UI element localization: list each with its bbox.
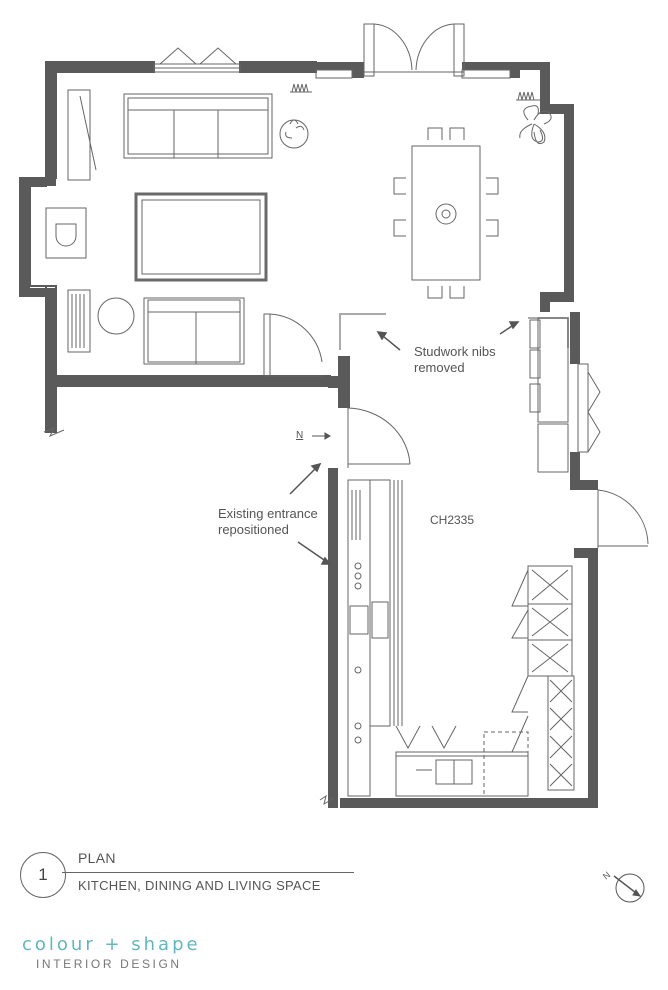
- brand-name: colour + shape: [22, 934, 201, 955]
- annotation-entrance-line2: repositioned: [218, 522, 289, 537]
- right-cabinets: [529, 317, 569, 473]
- title-block: 1 PLAN KITCHEN, DINING AND LIVING SPACE: [20, 848, 360, 908]
- arrow-studwork-right: [499, 321, 520, 335]
- drawing-subtitle: KITCHEN, DINING AND LIVING SPACE: [78, 878, 321, 893]
- rug: [134, 192, 268, 282]
- arrow-small-n: [312, 432, 331, 440]
- sofa-top: [123, 93, 273, 159]
- wall-fill: [20, 62, 598, 808]
- annotation-studwork-line1: Studwork nibs: [414, 344, 496, 359]
- dining-table: [411, 145, 481, 281]
- radiator-right: [516, 91, 540, 101]
- french-doors-top: [363, 23, 465, 77]
- shelving-left: [67, 89, 97, 353]
- living-plant-icon: [285, 119, 305, 139]
- sofa-bottom: [143, 297, 245, 365]
- annotation-entrance: Existing entrance repositioned: [218, 506, 318, 538]
- kitchen-run-right: [395, 565, 575, 791]
- brand-tagline: INTERIOR DESIGN: [36, 957, 182, 971]
- toilet: [45, 207, 87, 259]
- hall-door: [347, 407, 411, 468]
- arrow-entrance-down: [297, 541, 332, 565]
- top-window-left: [153, 47, 241, 73]
- kitchen-run-bottom: [395, 731, 529, 797]
- arrow-studwork-left: [376, 331, 401, 351]
- top-window-mid: [315, 69, 353, 79]
- kitchen-run-left: [347, 479, 371, 797]
- arrow-entrance-up: [289, 462, 322, 495]
- living-door: [263, 313, 323, 377]
- right-door: [597, 489, 649, 548]
- side-table-top: [279, 119, 309, 149]
- annotation-code: CH2335: [430, 513, 475, 527]
- annotation-studwork: Studwork nibs removed: [414, 344, 496, 376]
- break-marks: [43, 427, 335, 806]
- drawing-number: 1: [20, 852, 66, 898]
- drawing-title: PLAN: [78, 850, 116, 866]
- side-table-round: [97, 297, 135, 335]
- annotation-studwork-line2: removed: [414, 360, 465, 375]
- radiator-left: [290, 83, 312, 93]
- right-window: [577, 363, 601, 453]
- north-arrow-icon: [613, 873, 645, 903]
- plant-icon: [519, 105, 552, 145]
- north-arrow-label: N: [601, 870, 612, 882]
- svg-text:N: N: [601, 870, 612, 882]
- kitchen-island: [369, 479, 403, 727]
- annotation-n: N: [296, 430, 304, 441]
- title-underline: [62, 872, 354, 873]
- dining-chairs: [393, 127, 499, 299]
- brand-logo: colour + shape INTERIOR DESIGN: [22, 934, 201, 971]
- annotation-entrance-line1: Existing entrance: [218, 506, 318, 521]
- top-window-right: [461, 69, 511, 79]
